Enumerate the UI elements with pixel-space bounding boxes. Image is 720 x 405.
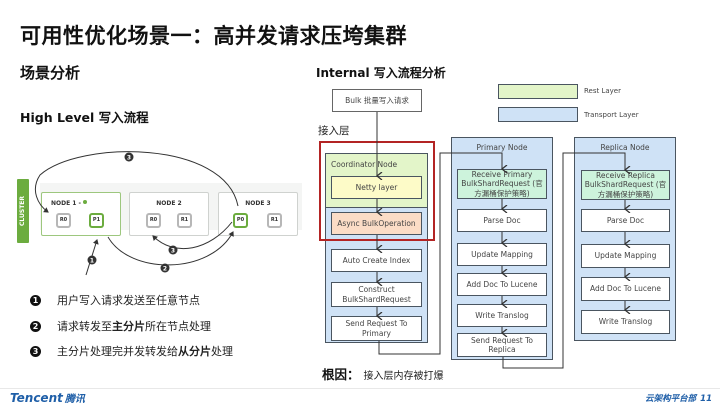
page-number: 11 xyxy=(700,394,712,404)
node-1-label: NODE 1 - xyxy=(51,200,84,207)
master-dot-icon xyxy=(83,200,88,204)
legend-rest-label: Rest Layer xyxy=(584,87,621,95)
replica-write-translog-box: Write Translog xyxy=(581,310,670,334)
root-cause: 根因：接入层内存被打爆 xyxy=(322,364,444,383)
shard-r1: R1 xyxy=(177,213,192,228)
badge-1: 1 xyxy=(87,255,97,265)
replica-node-label: Replica Node xyxy=(600,143,650,152)
legend-rest-swatch xyxy=(498,84,578,99)
primary-node-label: Primary Node xyxy=(476,143,528,152)
badge-2: 2 xyxy=(160,263,170,273)
shard-r0: R0 xyxy=(56,213,71,228)
shard-r1: R1 xyxy=(267,213,282,228)
coordinator-node-label: Coordinator Node xyxy=(331,160,398,169)
legend-transport-swatch xyxy=(498,107,578,122)
arrow-step-1 xyxy=(85,239,99,276)
send-request-to-replica-box: Send Request To Replica xyxy=(457,333,547,357)
primary-update-mapping-box: Update Mapping xyxy=(457,243,547,266)
section-heading: 场景分析 xyxy=(20,64,81,82)
slide-title: 可用性优化场景一：高并发请求压垮集群 xyxy=(20,24,407,48)
footer-divider xyxy=(0,388,720,389)
auto-create-index-box: Auto Create Index xyxy=(331,249,422,272)
access-layer-label: 接入层 xyxy=(318,125,350,137)
svg-text:2: 2 xyxy=(163,266,167,273)
replica-parse-doc-box: Parse Doc xyxy=(581,209,670,232)
shard-r0: R0 xyxy=(146,213,161,228)
node-3-label: NODE 3 xyxy=(245,200,271,207)
replica-update-mapping-box: Update Mapping xyxy=(581,244,670,268)
svg-text:1: 1 xyxy=(90,258,94,265)
send-request-to-primary-box: Send Request To Primary xyxy=(331,316,422,341)
node-1: NODE 1 - R0 P1 xyxy=(41,192,121,236)
legend-transport-label: Transport Layer xyxy=(584,111,639,119)
node-3: NODE 3 P0 R1 xyxy=(218,192,298,236)
bulk-request-box: Bulk 批量写入请求 xyxy=(332,89,422,112)
root-cause-text: 接入层内存被打爆 xyxy=(363,371,444,382)
high-level-heading: High Level 写入流程 xyxy=(20,110,149,125)
shard-p1: P1 xyxy=(89,213,104,228)
root-cause-label: 根因： xyxy=(322,367,360,382)
svg-text:3: 3 xyxy=(171,248,175,255)
primary-add-doc-box: Add Doc To Lucene xyxy=(457,273,547,296)
primary-parse-doc-box: Parse Doc xyxy=(457,209,547,232)
node-2: NODE 2 R0 R1 xyxy=(129,192,209,236)
cluster-tag: CLUSTER xyxy=(17,179,29,243)
internal-heading: Internal 写入流程分析 xyxy=(316,66,446,80)
svg-text:3: 3 xyxy=(127,155,131,162)
receive-replica-box: Receive Replica BulkShardRequest (官方漏桶保护… xyxy=(581,170,670,200)
badge-3-bottom: 3 xyxy=(168,245,178,255)
primary-write-translog-box: Write Translog xyxy=(457,304,547,327)
arrow-step-2 xyxy=(107,231,234,266)
node-2-label: NODE 2 xyxy=(156,200,182,207)
receive-primary-box: Receive Primary BulkShardRequest (官方漏桶保护… xyxy=(457,169,547,199)
shard-p0: P0 xyxy=(233,213,248,228)
replica-add-doc-box: Add Doc To Lucene xyxy=(581,277,670,301)
badge-3-top: 3 xyxy=(124,152,134,162)
construct-bulk-shard-request-box: Construct BulkShardRequest xyxy=(331,282,422,307)
access-layer-highlight xyxy=(319,141,435,241)
cluster-tag-label: CLUSTER xyxy=(19,195,26,227)
